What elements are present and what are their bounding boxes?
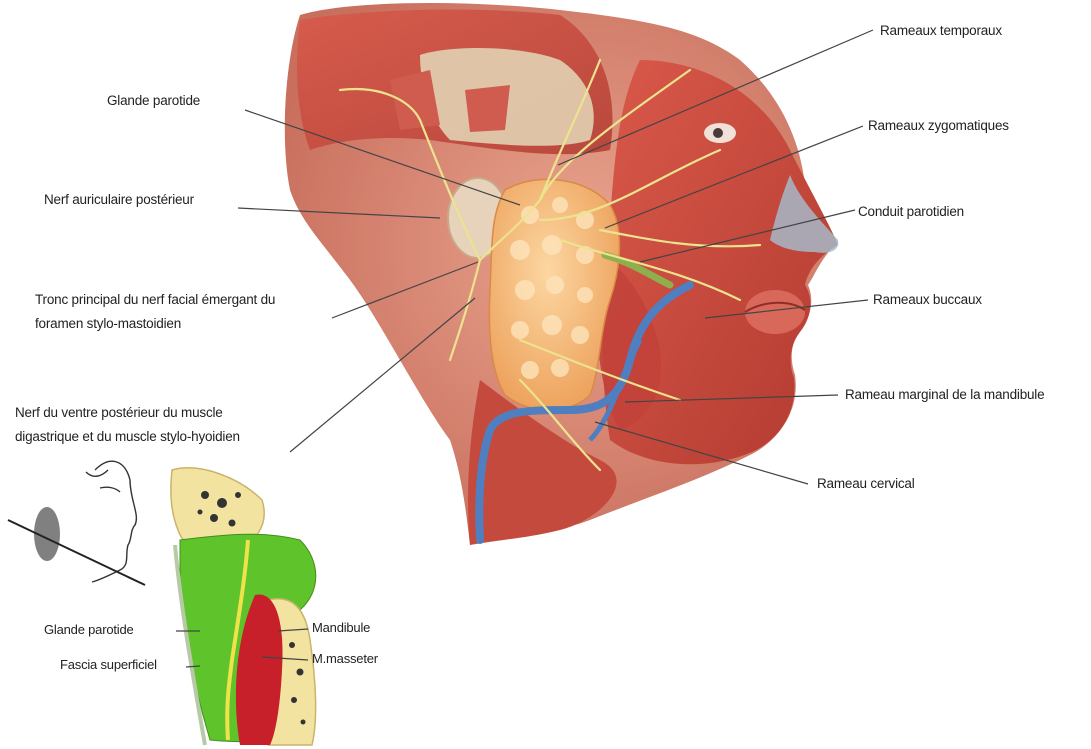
label-tronc-principal: Tronc principal du nerf facial émergant … [35, 291, 275, 333]
label-nerf-ventre: Nerf du ventre postérieur du muscle diga… [15, 404, 240, 446]
label-rameaux-buccaux: Rameaux buccaux [873, 291, 982, 309]
label-tronc-principal-line2: foramen stylo-mastoidien [35, 315, 275, 333]
inset-label-mandibule: Mandibule [312, 620, 370, 635]
section-line [8, 520, 145, 585]
inset-label-glande-parotide: Glande parotide [44, 622, 134, 637]
inset-illustration [8, 461, 316, 745]
label-nerf-auriculaire: Nerf auriculaire postérieur [44, 191, 194, 209]
label-nerf-ventre-line1: Nerf du ventre postérieur du muscle [15, 404, 240, 422]
label-tronc-principal-line1: Tronc principal du nerf facial émergant … [35, 291, 275, 309]
label-rameaux-temporaux: Rameaux temporaux [880, 22, 1002, 40]
label-rameau-marginal: Rameau marginal de la mandibule [845, 386, 1044, 404]
label-nerf-ventre-line2: digastrique et du muscle stylo-hyoidien [15, 428, 240, 446]
head-illustration [285, 3, 838, 545]
label-conduit-parotidien: Conduit parotidien [858, 203, 964, 221]
label-rameau-cervical: Rameau cervical [817, 475, 915, 493]
inset-label-masseter: M.masseter [312, 651, 378, 666]
profile-sketch [86, 461, 136, 582]
inset-label-fascia: Fascia superficiel [60, 657, 157, 672]
label-rameaux-zygomatiques: Rameaux zygomatiques [868, 117, 1009, 135]
label-glande-parotide: Glande parotide [107, 92, 200, 110]
